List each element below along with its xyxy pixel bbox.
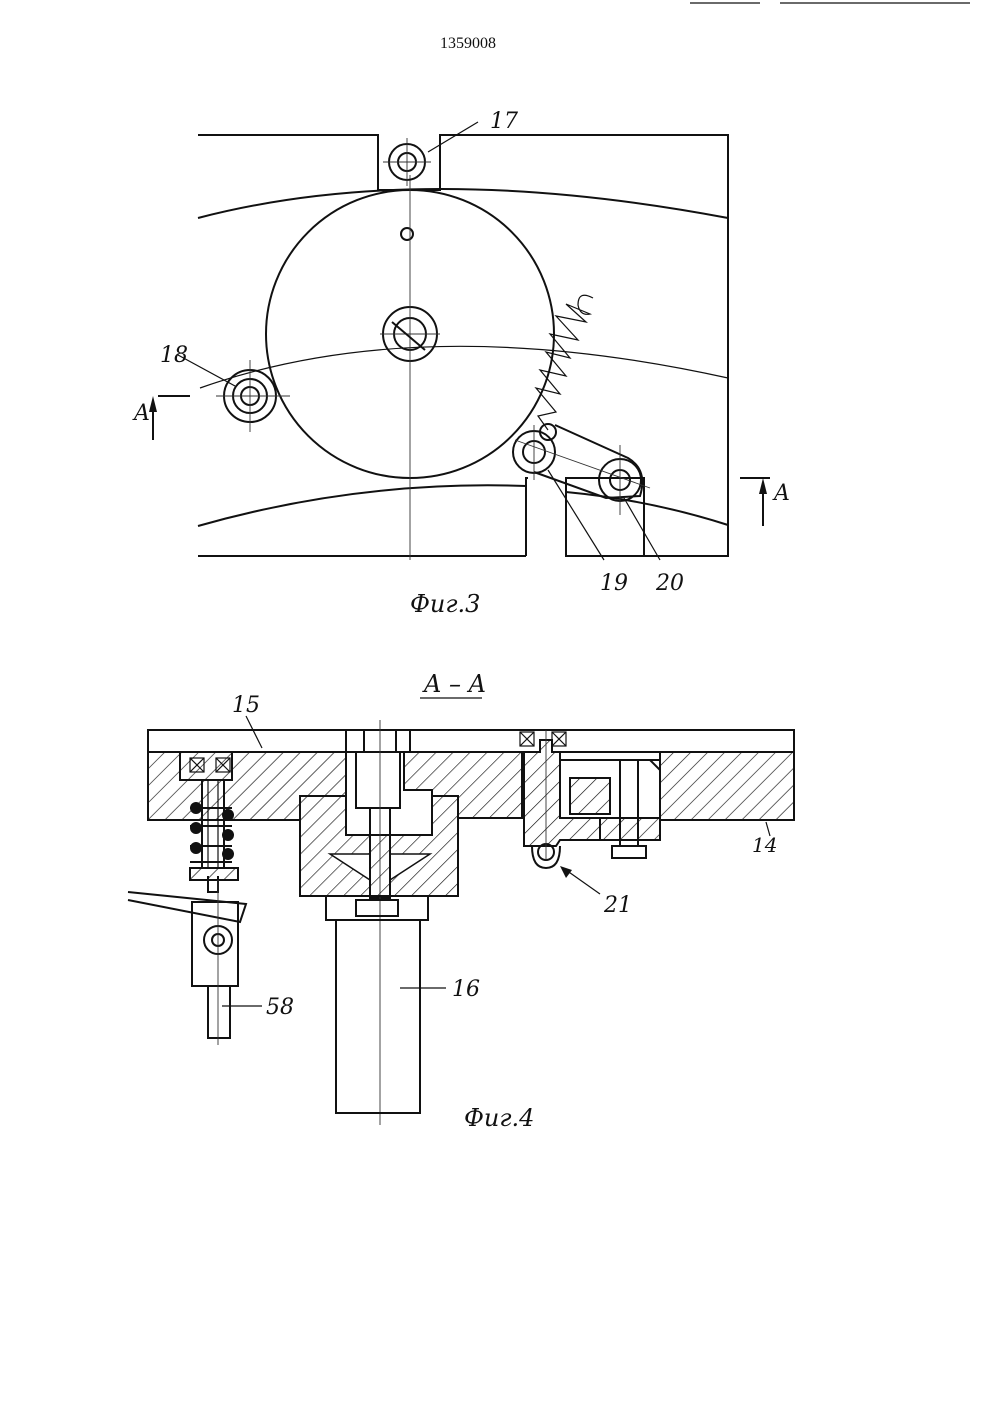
disk-pin-hole (401, 228, 413, 240)
fig3-frame (198, 135, 728, 556)
column-16 (336, 920, 420, 1113)
label-58: 58 (266, 995, 294, 1020)
label-16: 16 (452, 977, 480, 1002)
top-plate (148, 730, 794, 752)
fig3-upper-arc (198, 189, 728, 218)
spring (536, 295, 593, 430)
label-14: 14 (752, 833, 777, 857)
patent-number: 1359008 (440, 35, 496, 52)
plate-14 (660, 752, 794, 820)
label-18: 18 (160, 343, 188, 368)
label-15: 15 (232, 693, 260, 718)
fig3-center-arc (200, 346, 728, 388)
section-mark-right: A (772, 481, 790, 506)
label-19: 19 (600, 571, 628, 596)
hub-section (300, 796, 458, 896)
fig3-caption: Фиг.3 (410, 590, 480, 618)
label-17: 17 (490, 109, 518, 134)
fig3-lower-arc (198, 485, 728, 526)
label-20: 20 (655, 571, 684, 596)
section-mark-left: A (132, 401, 150, 426)
fig4-drawing (128, 716, 794, 1125)
fig4-caption: Фиг.4 (464, 1104, 534, 1132)
fig3-drawing (149, 122, 770, 560)
section-title: A – A (422, 670, 486, 698)
lever-58 (128, 892, 246, 922)
fig3-labels: 17 18 19 20 A A Фиг.3 (132, 109, 790, 618)
label-21: 21 (603, 893, 632, 918)
